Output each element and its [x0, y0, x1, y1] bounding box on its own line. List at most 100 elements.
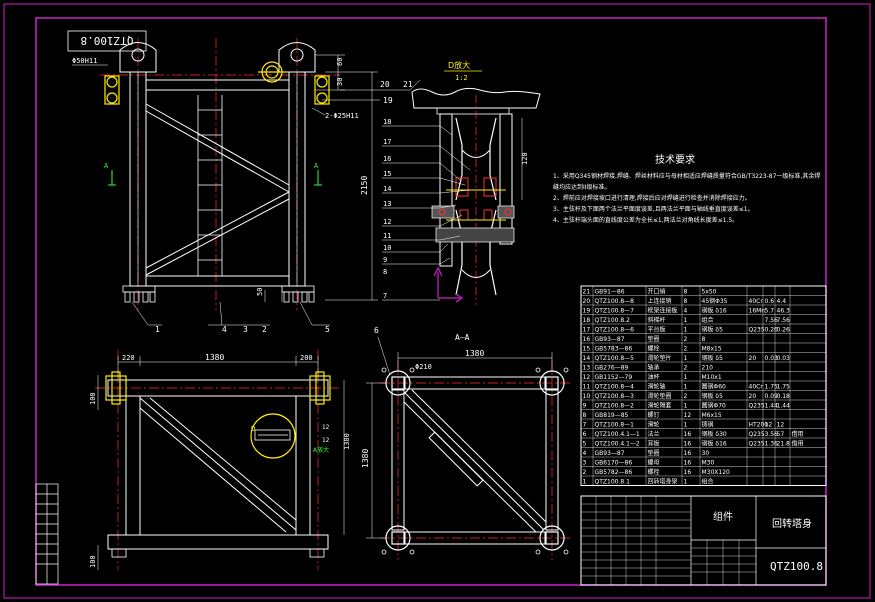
bom-cell-name: 上连接销 [648, 297, 672, 305]
bom-cell-name: 螺钉 [648, 411, 660, 419]
bom-cell-code: GB1152—79 [595, 374, 633, 381]
bom-cell-qty: 16 [684, 469, 692, 476]
bom-cell-w2: 3.56 [765, 431, 779, 438]
bom-cell-name: 滑轮垫片 [648, 354, 672, 362]
bom-cell-mat: 钢板 δ5 [702, 354, 724, 362]
bom-cell-w1: 20 [749, 355, 757, 362]
bl-dim-side: 100 [89, 392, 97, 405]
bom-cell-mat: 8 [702, 336, 706, 343]
detail-balloon-11: 11 [383, 232, 391, 240]
tb-code: QTZ100.8 [770, 560, 823, 573]
bom-cell-w2: 1.36 [765, 441, 779, 448]
bom-cell-w2: 0.26 [765, 327, 779, 334]
bom-cell-w3: 0.26 [777, 327, 791, 334]
bom-cell-qty: 2 [684, 346, 688, 353]
bom-cell-w2: 1.44 [765, 403, 779, 410]
bom-cell-qty: 1 [684, 355, 688, 362]
bom-cell-note: 借用 [792, 440, 804, 448]
bom-cell-mat: 圆钢Φ70 [702, 402, 727, 410]
detail-title: D放大 [448, 60, 470, 70]
detail-balloon-13: 13 [383, 200, 391, 208]
bom-cell-no: 5 [583, 441, 587, 448]
dim-top: 60 [336, 58, 344, 66]
bom-cell-code: GB5783—86 [595, 346, 633, 353]
bom-cell-mat: M6x15 [702, 412, 722, 419]
bom-cell-name: 框架连接板 [648, 307, 678, 315]
bom-cell-code: QTZ100.8—4 [595, 384, 635, 391]
tech-requirements: 技术要求 1、采用Q345钢材焊接,焊缝、焊丝材料应与母材相适应焊缝质量符合GB… [553, 153, 820, 224]
bom-cell-w2: 7.56 [765, 317, 779, 324]
bom-cell-code: QTZ100.4.1—1 [595, 431, 640, 438]
bom-cell-code: GB91—86 [595, 289, 625, 296]
bom-cell-w2: 0.09 [765, 393, 779, 400]
tech-item-2: 2、焊前应对焊接坡口进行清理,焊接后应对焊缝进行检查并消除焊接应力。 [553, 194, 751, 202]
balloon-19: 19 [383, 96, 393, 105]
bl-dim-left: 220 [122, 354, 135, 362]
bom-cell-w2: 0.6 [765, 298, 775, 305]
bom-cell-code: QTZ100.8—8 [595, 298, 635, 305]
bom-cell-w3: 7.56 [777, 317, 791, 324]
bl-dim-total: 1380 [205, 353, 224, 362]
bom-cell-w3: 21.8 [777, 441, 791, 448]
bom-cell-qty: 4 [684, 308, 688, 315]
bom-cell-code: QTZ100.8.2 [595, 317, 631, 324]
bom-cell-code: GB819—85 [595, 412, 629, 419]
bom-cell-qty: 1 [684, 317, 688, 324]
hole-label-right: 2-Φ25H11 [325, 112, 359, 120]
bom-cell-no: 6 [583, 431, 587, 438]
tech-item-1b: 缝均应达到II级标准。 [553, 183, 611, 191]
bom-cell-code: QTZ100.8.1 [595, 479, 631, 486]
aa-balloon: 6 [374, 326, 379, 335]
detail-balloon-14: 14 [383, 185, 391, 193]
bom-cell-w3: 1.44 [777, 403, 791, 410]
balloon-1: 1 [155, 325, 160, 334]
bom-cell-w3: 0.18 [777, 393, 791, 400]
hole-label-left: Φ50H11 [72, 57, 97, 65]
rotated-code: QTZ100.8 [81, 34, 134, 47]
bom-cell-no: 4 [583, 450, 587, 457]
bom-cell-mat: 组合 [702, 478, 714, 486]
bom-cell-w1: 16Mn [749, 308, 766, 315]
bom-cell-name: 开口销 [648, 288, 666, 296]
dim-height: 2150 [360, 176, 369, 195]
balloon-5: 5 [325, 325, 330, 334]
bom-cell-code: GB276—89 [595, 365, 629, 372]
bom-cell-qty: 1 [684, 327, 688, 334]
bom-cell-w1: 40Cr [749, 298, 764, 305]
bom-cell-code: QTZ100.8—5 [595, 355, 635, 362]
bom-cell-name: 回转塔身架 [648, 478, 678, 486]
bom-cell-w3: 57 [777, 431, 785, 438]
bom-cell-name: 斜梯杆 [648, 316, 666, 324]
bom-cell-w2: 1.75 [765, 384, 779, 391]
aa-dim-total: 1380 [465, 349, 484, 358]
bom-cell-no: 10 [583, 393, 591, 400]
bom-cell-qty: 1 [684, 479, 688, 486]
bom-cell-mat: 钢板 δ5 [702, 326, 724, 334]
balloon-3: 3 [243, 325, 248, 334]
bom-cell-code: GB93—87 [595, 336, 625, 343]
bom-cell-qty: 16 [684, 441, 692, 448]
side-stamp-table [35, 483, 59, 585]
bom-cell-qty: 1 [684, 374, 688, 381]
section-view: A—A 1380 Φ210 1380 6 [361, 326, 570, 560]
bom-cell-mat: M30X120 [702, 469, 731, 476]
tech-item-4: 4、主弦杆端头面的直线度公差为全长≤1,两法兰对角线长度差≤1.5。 [553, 216, 738, 224]
bom-cell-no: 20 [583, 298, 591, 305]
bom-cell-no: 8 [583, 412, 587, 419]
bom-cell-no: 18 [583, 317, 591, 324]
bl-dim-detail2: 12 [322, 437, 330, 444]
aa-title: A—A [455, 333, 470, 342]
bom-cell-code: QTZ100.8—2 [595, 403, 635, 410]
bom-cell-name: 螺母 [648, 459, 660, 467]
bom-cell-no: 11 [583, 384, 591, 391]
bom-cell-no: 1 [583, 479, 587, 486]
bom-cell-qty: 16 [684, 460, 692, 467]
bom-cell-name: 滑轮轴 [648, 383, 666, 391]
bom-cell-mat: 45钢Φ35 [702, 297, 728, 305]
bom-cell-qty: 8 [684, 298, 688, 305]
bom-cell-w3: 1.75 [777, 384, 791, 391]
bom-cell-name: 耳板 [648, 440, 660, 448]
bom-cell-no: 2 [583, 469, 587, 476]
bom-cell-code: GB93—87 [595, 450, 625, 457]
